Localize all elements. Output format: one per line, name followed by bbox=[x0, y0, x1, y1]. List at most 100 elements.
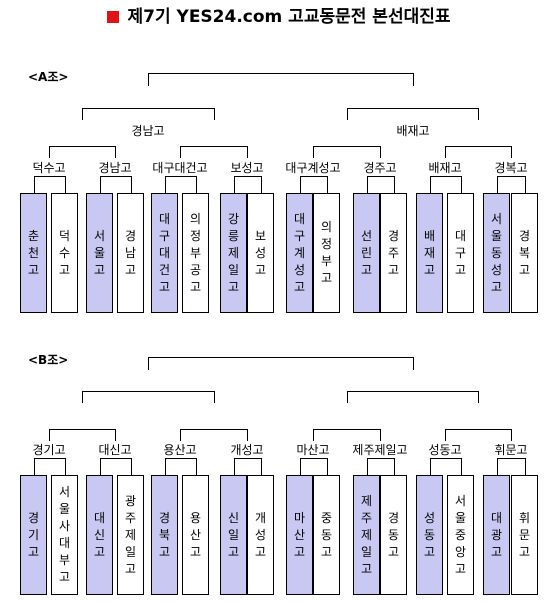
semifinal-bracket-r bbox=[478, 391, 479, 403]
first-round-bracket-l bbox=[164, 176, 166, 193]
team-name-char: 고 bbox=[490, 279, 503, 294]
team-name-char: 덕 bbox=[58, 228, 71, 243]
quarterfinal-bracket-r bbox=[380, 146, 381, 158]
team-name-char: 고 bbox=[124, 262, 137, 277]
first-round-bracket-l bbox=[233, 176, 235, 193]
team-name-char: 남 bbox=[124, 245, 137, 260]
team-name-char: 신 bbox=[227, 510, 240, 525]
round-winner-label: 마산고 bbox=[296, 443, 330, 457]
team-name-char: 고 bbox=[518, 262, 531, 277]
first-round-bracket-l bbox=[429, 176, 431, 193]
quarterfinal-bracket-h bbox=[180, 429, 248, 430]
team-name-char: 대 bbox=[490, 510, 503, 525]
team-name-char: 고 bbox=[158, 279, 171, 294]
semifinal-bracket-r bbox=[478, 108, 479, 120]
team-name-char: 고 bbox=[254, 544, 267, 559]
team-name-char: 성 bbox=[490, 262, 503, 277]
team-name-char: 고 bbox=[124, 561, 137, 576]
quarterfinal-bracket-h bbox=[180, 146, 248, 147]
first-round-bracket-r bbox=[393, 176, 395, 193]
team-name-char: 선 bbox=[360, 228, 373, 243]
round-winner-label: 보성고 bbox=[230, 161, 264, 175]
team-name-char: 계 bbox=[293, 245, 306, 260]
first-round-bracket-h bbox=[366, 176, 395, 177]
first-round-bracket-h bbox=[299, 176, 328, 177]
quarterfinal-bracket-r bbox=[247, 429, 248, 441]
team-name-char: 춘 bbox=[27, 228, 40, 243]
first-round-bracket-r bbox=[64, 458, 66, 475]
team-name-char: 대 bbox=[58, 536, 71, 550]
first-round-bracket-h bbox=[164, 458, 197, 459]
team-name-char: 부 bbox=[320, 254, 333, 268]
first-round-bracket-r bbox=[64, 176, 66, 193]
semifinal-bracket-l bbox=[347, 108, 348, 120]
quarterfinal-bracket-h bbox=[49, 146, 116, 147]
round-winner-label: 경기고 bbox=[32, 443, 66, 457]
semifinal-bracket-l bbox=[82, 391, 83, 403]
first-round-bracket-h bbox=[233, 176, 262, 177]
team-name-char: 성 bbox=[293, 262, 306, 277]
team-name-char: 고 bbox=[387, 544, 400, 559]
quarterfinal-bracket-l bbox=[49, 146, 50, 158]
first-round-bracket-l bbox=[33, 176, 35, 193]
team-name-char: 강 bbox=[227, 211, 240, 226]
team-name-char: 기 bbox=[27, 527, 40, 542]
team-name-char: 공 bbox=[189, 262, 202, 277]
quarterfinal-bracket-l bbox=[445, 146, 446, 158]
team-name-char: 고 bbox=[158, 544, 171, 559]
team-name-char: 주 bbox=[360, 510, 373, 525]
team-name-char: 대 bbox=[93, 510, 106, 525]
round-winner-label: 대신고 bbox=[98, 443, 132, 457]
team-name-char: 성 bbox=[423, 510, 436, 525]
quarterfinal-bracket-l bbox=[180, 429, 181, 441]
round-winner-label: 경복고 bbox=[494, 161, 528, 175]
semifinal-bracket-l bbox=[82, 108, 83, 120]
team-name-char: 중 bbox=[454, 527, 467, 542]
final-bracket-l bbox=[148, 73, 149, 86]
team-name-char: 제 bbox=[124, 527, 137, 542]
first-round-bracket-l bbox=[33, 458, 35, 475]
team-name-char: 일 bbox=[124, 544, 137, 559]
team-name-char: 고 bbox=[423, 544, 436, 559]
team-name-char: 성 bbox=[254, 245, 267, 260]
group-label: <A조> bbox=[28, 70, 69, 84]
team-name-char: 고 bbox=[423, 262, 436, 277]
first-round-bracket-r bbox=[460, 176, 462, 193]
quarterfinal-bracket-r bbox=[511, 429, 512, 441]
team-name-char: 신 bbox=[93, 527, 106, 542]
team-name-char: 일 bbox=[227, 262, 240, 277]
semifinal-bracket-h bbox=[82, 108, 215, 109]
first-round-bracket-h bbox=[164, 176, 197, 177]
team-name-char: 일 bbox=[227, 527, 240, 542]
team-name-char: 동 bbox=[490, 245, 503, 260]
team-name-char: 부 bbox=[189, 245, 202, 260]
team-name-char: 고 bbox=[254, 262, 267, 277]
quarterfinal-bracket-h bbox=[49, 429, 116, 430]
semifinal-winner-label: 경남고 bbox=[131, 124, 165, 138]
first-round-bracket-l bbox=[496, 458, 498, 475]
first-round-bracket-h bbox=[429, 458, 462, 459]
team-name-char: 사 bbox=[58, 519, 71, 533]
team-name-char: 고 bbox=[320, 544, 333, 559]
team-name-char: 재 bbox=[423, 245, 436, 260]
team-name-char: 경 bbox=[27, 510, 40, 525]
team-name-char: 경 bbox=[158, 510, 171, 525]
team-name-char: 산 bbox=[293, 527, 306, 542]
semifinal-bracket-l bbox=[347, 391, 348, 403]
team-name-char: 고 bbox=[293, 279, 306, 294]
team-name-char: 제 bbox=[360, 527, 373, 542]
first-round-bracket-h bbox=[496, 176, 526, 177]
team-name-char: 제 bbox=[360, 493, 373, 508]
team-name-char: 서 bbox=[490, 211, 503, 226]
team-name-char: 고 bbox=[189, 544, 202, 559]
